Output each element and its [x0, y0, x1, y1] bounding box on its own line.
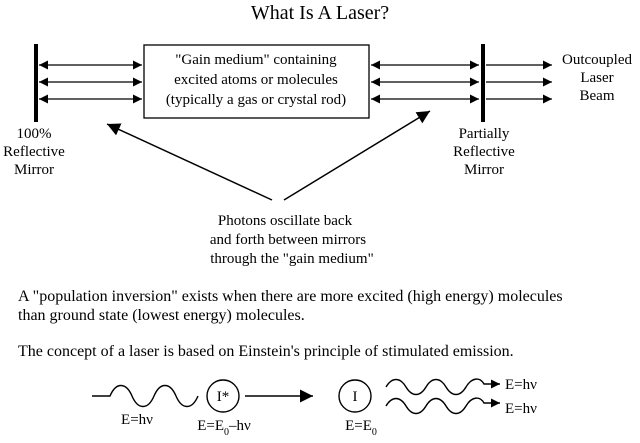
output-label-3: Beam: [580, 88, 615, 104]
photon-pointer-arrows: [106, 110, 431, 201]
excited-atom-circle: [206, 379, 240, 413]
output-label-2: Laser: [580, 70, 613, 86]
photon-caption-line-1: Photons oscillate back: [218, 213, 353, 229]
incoming-photon-wave: [92, 384, 199, 408]
emitted-photon-wave-1: [385, 378, 500, 396]
population-inversion-line-2: than ground state (lowest energy) molecu…: [18, 307, 305, 324]
gain-medium-line-1: "Gain medium" containing: [175, 52, 337, 68]
population-inversion-paragraph: A "population inversion" exists when the…: [18, 287, 563, 325]
gain-medium-line-3: (typically a gas or crystal rod): [166, 92, 346, 108]
photon-caption-line-3: through the "gain medium": [210, 251, 373, 267]
left-mirror: [34, 44, 38, 122]
stimulated-emission-illustration: E=hν I* E=E0–hν I E=E0 E=hν E=hν: [92, 377, 537, 438]
emitted-photon-label-2: E=hν: [505, 401, 537, 417]
page-title: What Is A Laser?: [251, 2, 389, 24]
incoming-photon-label: E=hν: [121, 412, 153, 428]
excited-energy-subscript: 0: [224, 427, 229, 438]
right-mirror-label-1: Partially: [459, 126, 510, 142]
ground-energy-subscript: 0: [372, 427, 377, 438]
ground-energy-prefix: E=E: [345, 418, 372, 434]
excited-atom-symbol: I*: [217, 389, 230, 405]
left-mirror-label-1: 100%: [17, 126, 52, 142]
ground-atom-symbol: I: [353, 389, 358, 405]
left-mirror-label-2: Reflective: [3, 144, 65, 160]
gain-medium-line-2: excited atoms or molecules: [174, 72, 338, 88]
left-mirror-label-3: Mirror: [14, 162, 54, 178]
emitted-photon-wave-2: [385, 397, 500, 415]
pointer-arrow-left: [106, 123, 273, 201]
right-mirror-label-3: Mirror: [464, 162, 504, 178]
right-mirror-label-2: Reflective: [453, 144, 515, 160]
ground-atom-circle: [338, 379, 372, 413]
right-oscillation-arrows: [371, 60, 479, 104]
population-inversion-line-1: A "population inversion" exists when the…: [18, 288, 563, 305]
output-beam-arrows: [486, 60, 552, 104]
excited-energy-suffix: –hν: [228, 418, 251, 434]
excited-energy-prefix: E=E: [197, 418, 224, 434]
gain-medium-box: [143, 44, 370, 119]
output-label-1: Outcoupled: [562, 52, 632, 68]
emitted-photon-label-1: E=hν: [505, 377, 537, 393]
left-oscillation-arrows: [39, 60, 142, 104]
stimulated-emission-paragraph: The concept of a laser is based on Einst…: [18, 343, 514, 360]
excited-atom-energy: E=E0–hν: [197, 418, 251, 438]
right-mirror: [481, 44, 485, 122]
ground-atom-energy: E=E0: [345, 418, 377, 438]
photon-caption-line-2: and forth between mirrors: [210, 232, 366, 248]
pointer-arrow-right: [283, 110, 431, 201]
